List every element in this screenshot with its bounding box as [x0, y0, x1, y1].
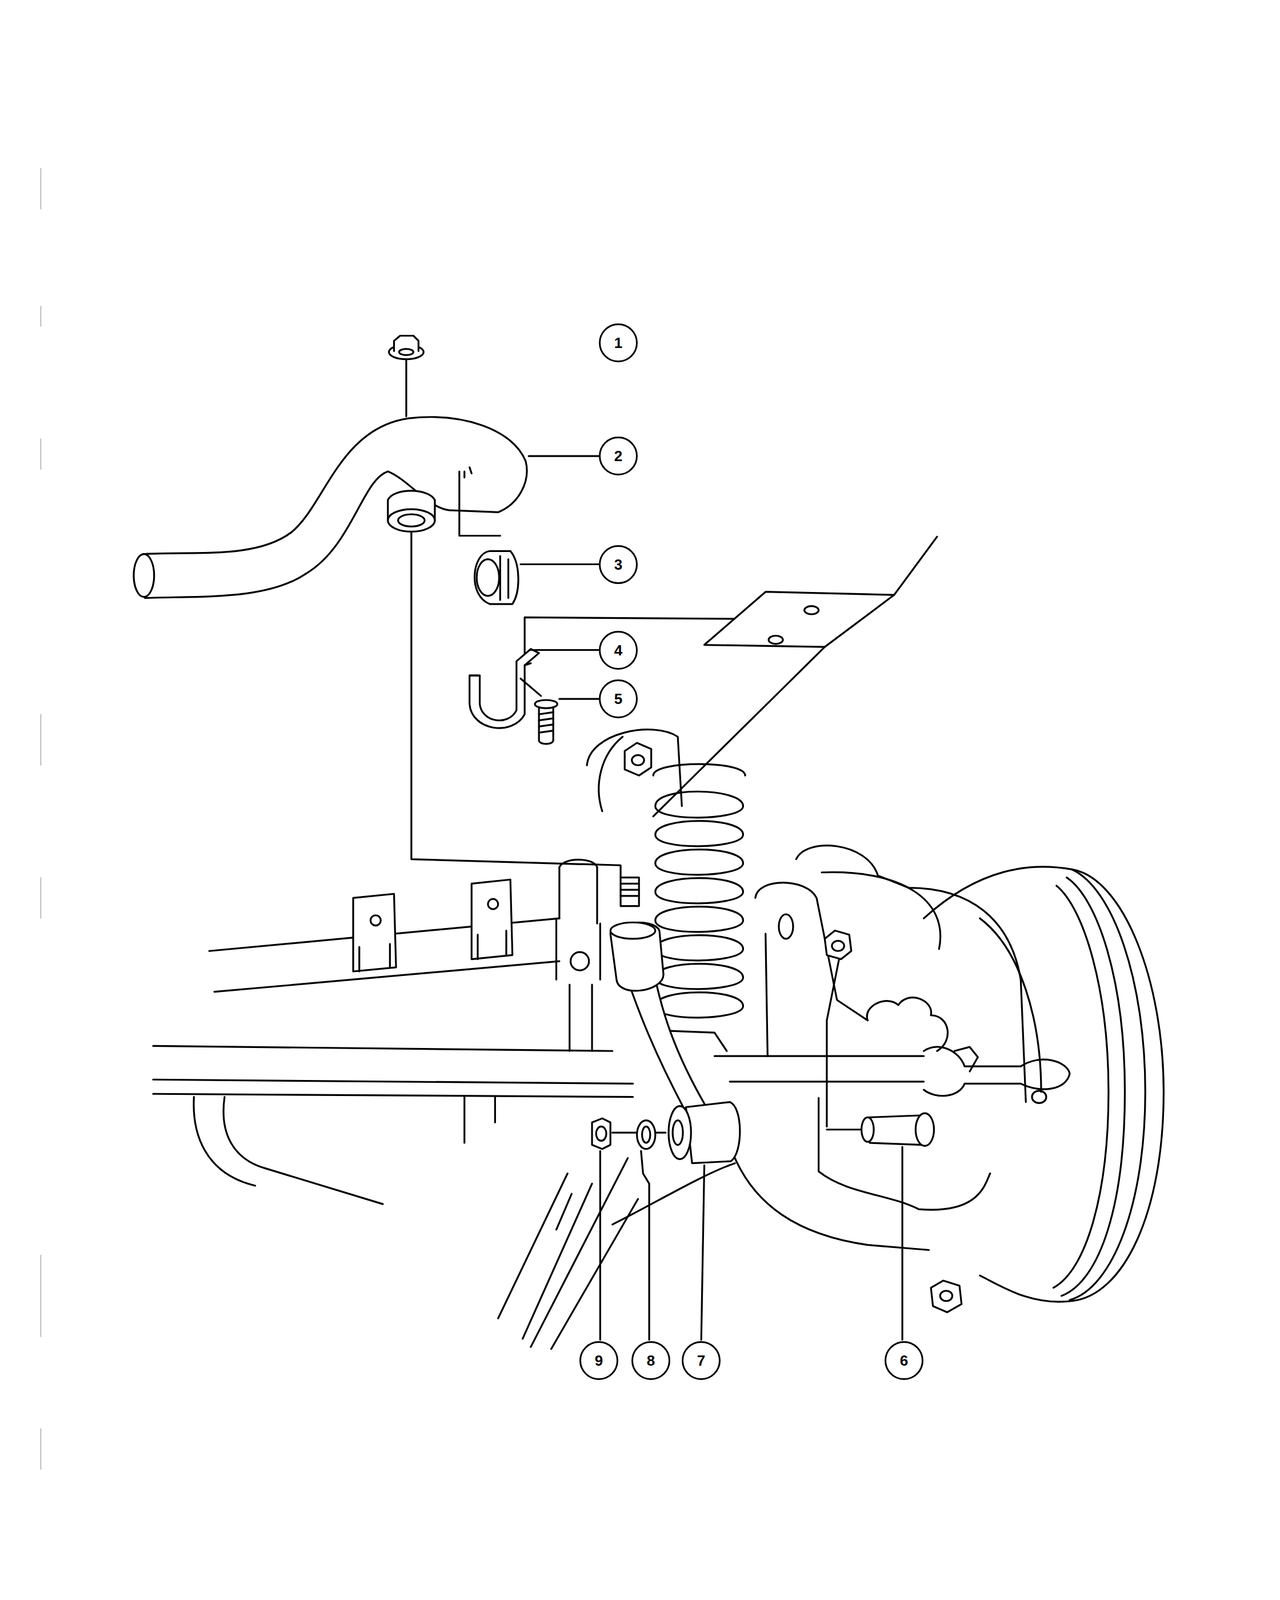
callout-number: 1 — [614, 335, 623, 351]
bolt — [534, 700, 558, 744]
callout-number: 7 — [697, 1353, 706, 1368]
callout-number: 3 — [614, 557, 623, 572]
callout-circle: 7 — [681, 1341, 721, 1380]
coil-spring — [653, 764, 746, 1051]
bolt — [861, 1113, 935, 1146]
callout-circle: 5 — [598, 679, 638, 719]
callout-number: 6 — [900, 1353, 908, 1368]
callout-circle: 9 — [579, 1341, 619, 1380]
sway-link — [610, 877, 740, 1164]
callout-number: 4 — [614, 642, 623, 658]
flange-nut — [389, 335, 424, 359]
callout-number: 5 — [614, 691, 623, 707]
bushing — [474, 550, 519, 604]
callout-number: 8 — [646, 1353, 655, 1368]
bracket — [469, 649, 539, 728]
callout-number: 2 — [614, 448, 623, 464]
callout-circle: 2 — [598, 436, 638, 476]
callout-circle: 4 — [598, 630, 638, 670]
brake-drum — [924, 866, 1164, 1302]
sway-bar — [133, 417, 527, 599]
callout-circle: 6 — [884, 1341, 924, 1380]
callout-number: 9 — [594, 1353, 603, 1368]
callout-circle: 1 — [598, 323, 638, 363]
callout-circle: 3 — [598, 545, 638, 584]
callout-circle: 8 — [631, 1341, 671, 1380]
